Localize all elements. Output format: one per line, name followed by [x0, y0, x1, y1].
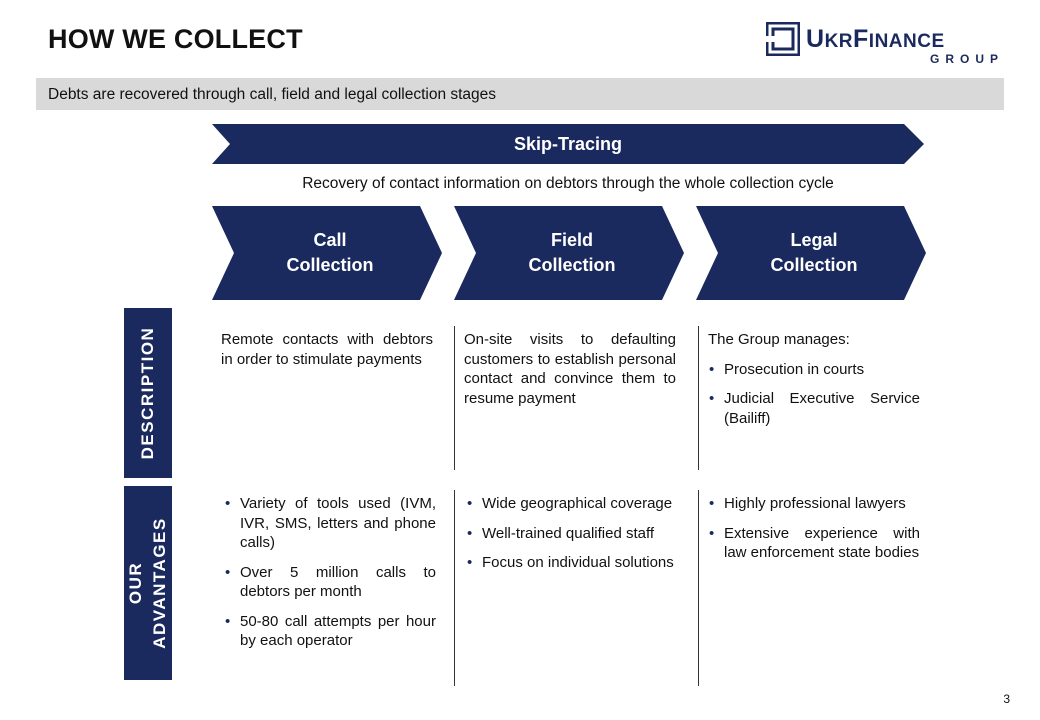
description-tab: DESCRIPTION: [124, 308, 172, 478]
description-call: Remote contacts with debtors in order to…: [221, 330, 433, 369]
chevron-shape: [454, 206, 684, 300]
description-field-text: On-site visits to defaulting customers t…: [464, 331, 676, 407]
list-item: Judicial Executive Service (Bailiff): [708, 389, 920, 428]
advantages-legal: Highly professional lawyers Extensive ex…: [708, 494, 920, 573]
logo-group-text: GROUP: [929, 52, 1004, 66]
skip-tracing-caption: Recovery of contact information on debto…: [302, 175, 834, 192]
column-divider: [698, 490, 699, 686]
ukrfinance-logo: UKRFINANCE GROUP: [766, 20, 1006, 70]
chevron-shape: [696, 206, 926, 300]
description-legal-lead: The Group manages:: [708, 331, 850, 348]
chevron-shape: [212, 206, 442, 300]
list-item: 50-80 call attempts per hour by each ope…: [224, 612, 436, 651]
page-title: HOW WE COLLECT: [48, 24, 303, 54]
advantages-call: Variety of tools used (IVM, IVR, SMS, le…: [224, 494, 436, 661]
advantages-tab-label: OUR ADVANTAGES: [126, 517, 169, 649]
column-divider: [454, 326, 455, 470]
list-item: Prosecution in courts: [708, 360, 920, 380]
list-item: Wide geographical coverage: [466, 494, 678, 514]
list-item: Highly professional lawyers: [708, 494, 920, 514]
list-item: Well-trained qualified staff: [466, 524, 678, 544]
skip-tracing-arrow-shape: [212, 124, 924, 164]
subtitle-bar: Debts are recovered through call, field …: [36, 78, 1004, 110]
description-tab-label: DESCRIPTION: [138, 326, 157, 460]
skip-tracing-label: Skip-Tracing: [513, 134, 623, 154]
subtitle-text: Debts are recovered through call, field …: [48, 86, 497, 103]
column-divider: [698, 326, 699, 470]
logo-square-icon: [766, 22, 800, 56]
page-number: 3: [1003, 692, 1010, 706]
description-call-text: Remote contacts with debtors in order to…: [221, 331, 433, 368]
skip-tracing-banner: Skip-Tracing: [212, 124, 924, 164]
list-item: Focus on individual solutions: [466, 553, 678, 573]
list-item: Extensive experience with law enforcemen…: [708, 524, 920, 563]
advantages-field: Wide geographical coverage Well-trained …: [466, 494, 678, 583]
list-item: Over 5 million calls to debtors per mont…: [224, 563, 436, 602]
column-divider: [454, 490, 455, 686]
advantages-tab: OUR ADVANTAGES: [124, 486, 172, 680]
list-item: Variety of tools used (IVM, IVR, SMS, le…: [224, 494, 436, 553]
logo-wordmark: UKRFINANCE: [806, 25, 945, 53]
description-field: On-site visits to defaulting customers t…: [464, 330, 676, 408]
description-legal: The Group manages: Prosecution in courts…: [708, 330, 920, 438]
